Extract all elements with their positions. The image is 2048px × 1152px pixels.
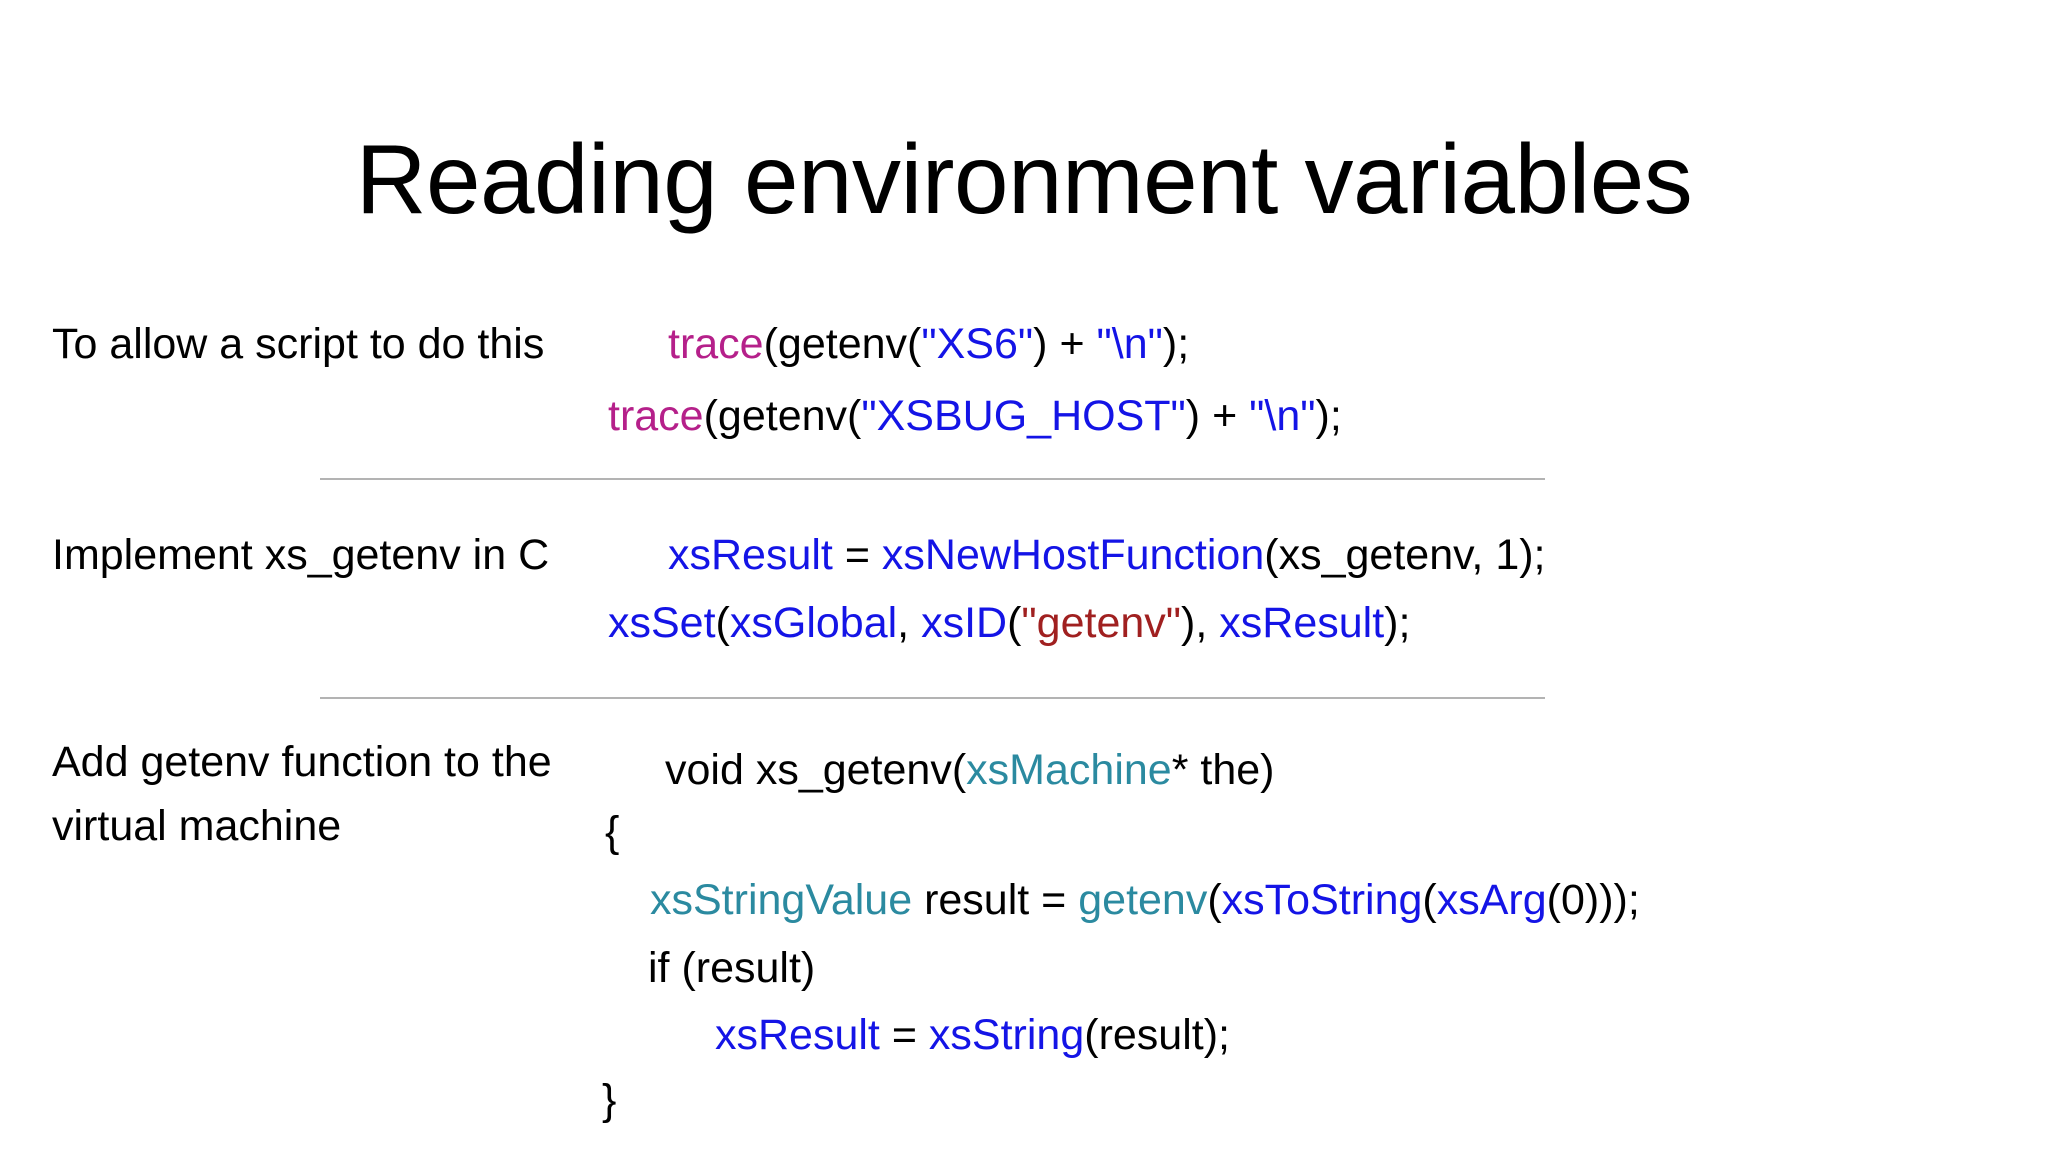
code-line-assign-xsstring: xsResult = xsString(result);: [715, 1003, 1230, 1067]
section-label-allow-script: To allow a script to do this: [52, 320, 545, 368]
code-token: xsNewHostFunction: [881, 531, 1265, 579]
code-token: (xs_getenv, 1);: [1264, 531, 1546, 579]
code-line-stringvalue-result: xsStringValue result = getenv(xsToString…: [650, 868, 1640, 932]
code-token: xsResult: [715, 1011, 880, 1059]
code-token: xsResult: [668, 531, 833, 579]
code-token: result =: [912, 876, 1079, 924]
code-token: "getenv": [1021, 599, 1182, 647]
code-line-brace-open: {: [605, 800, 619, 864]
code-line-fn-signature: void xs_getenv(xsMachine* the): [665, 738, 1274, 802]
code-line-trace-xsbug-host: trace(getenv("XSBUG_HOST") + "\n");: [608, 384, 1342, 448]
code-line-xsset-global: xsSet(xsGlobal, xsID("getenv"), xsResult…: [608, 591, 1410, 655]
code-token: xsString: [928, 1011, 1085, 1059]
section-label-implement-in-c: Implement xs_getenv in C: [52, 531, 550, 579]
code-token: (: [1007, 599, 1022, 647]
code-token: "\n": [1096, 320, 1163, 368]
code-token: (result);: [1084, 1011, 1230, 1059]
code-token: xsStringValue: [650, 876, 913, 924]
code-token: * the): [1171, 746, 1275, 794]
code-token: "XS6": [921, 320, 1034, 368]
code-token: {: [605, 808, 620, 856]
code-token: xsID: [921, 599, 1008, 647]
code-token: void xs_getenv(: [665, 746, 967, 794]
code-line-if-result: if (result): [648, 936, 815, 1000]
code-token: ) +: [1033, 320, 1097, 368]
code-token: xsSet: [608, 599, 716, 647]
code-token: xsToString: [1221, 876, 1423, 924]
code-token: trace: [608, 392, 704, 440]
code-token: =: [832, 531, 882, 579]
code-token: xsGlobal: [729, 599, 898, 647]
code-token: );: [1315, 392, 1342, 440]
code-token: (getenv(: [703, 392, 862, 440]
code-token: (: [1207, 876, 1222, 924]
section-divider-2: [320, 697, 1545, 699]
code-line-trace-xs6: trace(getenv("XS6") + "\n");: [668, 312, 1189, 376]
code-token: ,: [897, 599, 922, 647]
code-token: xsArg: [1436, 876, 1547, 924]
code-token: "\n": [1249, 392, 1316, 440]
code-line-brace-close: }: [602, 1068, 616, 1132]
code-token: trace: [668, 320, 764, 368]
code-token: );: [1384, 599, 1411, 647]
code-token: );: [1162, 320, 1190, 368]
code-token: (getenv(: [763, 320, 922, 368]
section-label-add-getenv-function: Add getenv function to the virtual machi…: [52, 738, 552, 850]
code-token: xsMachine: [966, 746, 1172, 794]
code-token: (0)));: [1546, 876, 1640, 924]
section-divider-1: [320, 478, 1545, 480]
page-title: Reading environment variables: [355, 123, 1693, 234]
code-token: =: [879, 1011, 929, 1059]
code-token: if (result): [648, 944, 816, 992]
code-token: getenv: [1078, 876, 1208, 924]
code-line-xsresult-newhostfunction: xsResult = xsNewHostFunction(xs_getenv, …: [668, 523, 1546, 587]
code-token: }: [602, 1076, 617, 1124]
code-token: (: [1422, 876, 1437, 924]
code-token: ) +: [1185, 392, 1250, 440]
code-token: xsResult: [1219, 599, 1385, 647]
code-token: (: [715, 599, 730, 647]
code-token: "XSBUG_HOST": [861, 392, 1186, 440]
code-token: ),: [1181, 599, 1220, 647]
